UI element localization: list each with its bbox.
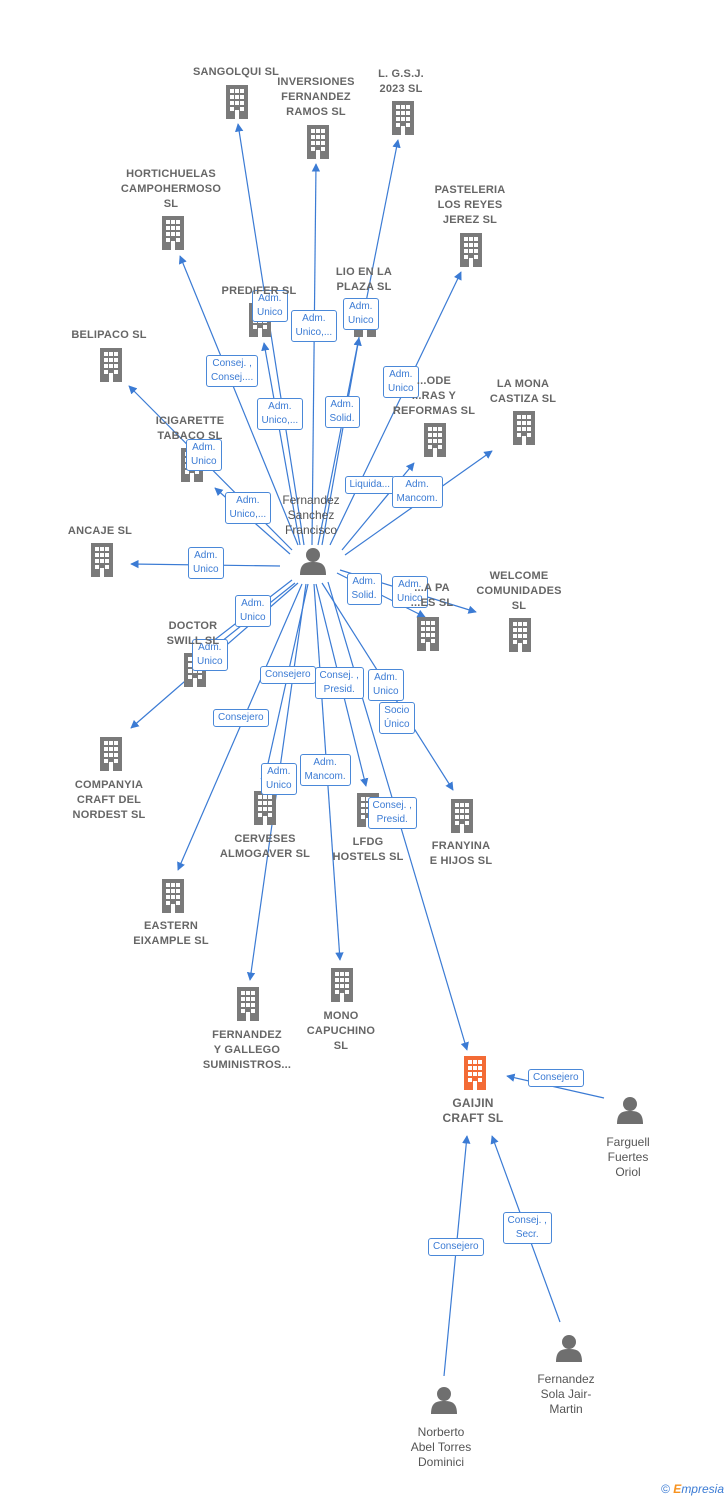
- brand-logo: Empresia: [673, 1482, 724, 1496]
- edge-label-belipaco[interactable]: Adm. Unico: [186, 439, 222, 471]
- edge-label-gaijin[interactable]: Consejero: [428, 1238, 484, 1256]
- node-label-monocapuchino[interactable]: MONO CAPUCHINO SL: [306, 1010, 376, 1052]
- node-label-pasteleria[interactable]: PASTELERIA LOS REYES JEREZ SL: [434, 184, 506, 226]
- node-label-cerveses[interactable]: CERVESES ALMOGAVER SL: [219, 833, 311, 860]
- node-label-lapa[interactable]: ...A PA ...ES SL: [410, 582, 454, 609]
- edge-norberto-to-gaijin: [443, 1135, 471, 1377]
- node-label-predifer[interactable]: PREDIFER SL: [221, 285, 297, 297]
- edge-fernandez-to-lioenlaplaza: [321, 337, 362, 546]
- footer-credit[interactable]: © Empresia: [661, 1482, 724, 1496]
- node-label-icigarette[interactable]: ICIGARETTE TABACO SL: [155, 415, 225, 442]
- node-label-belipaco[interactable]: BELIPACO SL: [71, 329, 147, 341]
- node-label-companyia[interactable]: COMPANYIA CRAFT DEL NORDEST SL: [72, 779, 146, 821]
- edge-label-hortichuelas[interactable]: Consej. , Consej....: [206, 355, 259, 387]
- node-label-fergallego[interactable]: FERNANDEZ Y GALLEGO SUMINISTROS...: [202, 1029, 292, 1071]
- edge-fernandez-to-predifer: [261, 342, 301, 546]
- edge-fernandez-to-pasteleria: [329, 271, 462, 546]
- node-label-lgsj[interactable]: L. G.S.J. 2023 SL: [378, 68, 424, 95]
- edge-label-lapa[interactable]: Adm. Solid.: [346, 573, 382, 605]
- edge-label-gaijin[interactable]: Socio Único: [379, 702, 415, 734]
- edge-label-inversiones[interactable]: Adm. Unico,...: [290, 310, 338, 342]
- copyright-symbol: ©: [661, 1482, 670, 1496]
- edge-label-doctorswill[interactable]: Adm. Unico: [192, 639, 228, 671]
- edge-fernandez-to-cerveses: [260, 583, 309, 787]
- edge-fernandez-to-inversiones: [311, 163, 321, 546]
- edge-label-icigarette[interactable]: Adm. Unico,...: [224, 492, 272, 524]
- edge-label-welcome[interactable]: Adm. Unico: [392, 576, 428, 608]
- edge-label-pasteleria[interactable]: Adm. Unico: [383, 366, 419, 398]
- node-label-sangolqui[interactable]: SANGOLQUI SL: [192, 66, 280, 78]
- node-label-eastern[interactable]: EASTERN EIXAMPLE SL: [133, 920, 209, 947]
- node-label-gaijin[interactable]: GAIJIN CRAFT SL: [442, 1096, 504, 1125]
- edge-label-gaijin[interactable]: Consej. , Secr.: [502, 1212, 552, 1244]
- edge-label-lamona[interactable]: Adm. Mancom.: [391, 476, 443, 508]
- node-label-doctorswill[interactable]: DOCTOR SWILL SL: [166, 620, 220, 647]
- node-label-lamona[interactable]: LA MONA CASTIZA SL: [489, 378, 557, 405]
- edge-label-franyina[interactable]: Adm. Unico: [368, 669, 404, 701]
- node-label-farguell[interactable]: Farguell Fuertes Oriol: [606, 1135, 650, 1179]
- node-label-norberto[interactable]: Norberto Abel Torres Dominici: [410, 1425, 472, 1469]
- edge-label-companyia[interactable]: Consejero: [260, 666, 316, 684]
- edge-label-eastern[interactable]: Consejero: [213, 709, 269, 727]
- edge-label-predifer[interactable]: Adm. Unico,...: [256, 398, 304, 430]
- node-label-ancaje[interactable]: ANCAJE SL: [67, 525, 133, 537]
- edge-fernandez-to-eastern: [177, 583, 303, 871]
- edge-label-monocapuchino[interactable]: Adm. Mancom.: [299, 754, 351, 786]
- node-label-welcome[interactable]: WELCOME COMUNIDADES SL: [476, 570, 562, 612]
- edge-farguell-to-gaijin: [506, 1073, 605, 1099]
- node-label-lioenlaplaza[interactable]: LIO EN LA PLAZA SL: [335, 266, 393, 293]
- node-label-reformas[interactable]: ...ODE ...RAS Y REFORMAS SL: [392, 375, 476, 417]
- edge-label-lioenlaplaza[interactable]: Adm. Solid.: [324, 396, 360, 428]
- node-label-fsola[interactable]: Fernandez Sola Jair- Martin: [537, 1372, 595, 1416]
- node-label-fernandez[interactable]: Fernandez Sanchez Francisco: [282, 493, 340, 537]
- edge-label-fergallego[interactable]: Adm. Unico: [261, 763, 297, 795]
- edge-label-sangolqui[interactable]: Adm. Unico: [252, 290, 288, 322]
- edge-label-gaijin[interactable]: Consejero: [528, 1069, 584, 1087]
- edge-label-ancaje[interactable]: Adm. Unico: [188, 547, 224, 579]
- node-label-inversiones[interactable]: INVERSIONES FERNANDEZ RAMOS SL: [277, 76, 355, 118]
- edge-fernandez-to-sangolqui: [235, 123, 305, 546]
- edge-label-cerveses[interactable]: Consej. , Presid.: [314, 667, 364, 699]
- node-label-lfdg[interactable]: LFDG HOSTELS SL: [332, 836, 404, 863]
- node-label-franyina[interactable]: FRANYINA E HIJOS SL: [429, 840, 493, 867]
- node-label-hortichuelas[interactable]: HORTICHUELAS CAMPOHERMOSO SL: [120, 168, 222, 210]
- edge-label-lgsj[interactable]: Adm. Unico: [343, 298, 379, 330]
- edge-label-doctorswill[interactable]: Adm. Unico: [235, 595, 271, 627]
- edge-fernandez-to-hortichuelas: [178, 255, 299, 546]
- edge-label-lfdg[interactable]: Consej. , Presid.: [367, 797, 417, 829]
- edge-label-reformas[interactable]: Liquida...: [344, 476, 396, 494]
